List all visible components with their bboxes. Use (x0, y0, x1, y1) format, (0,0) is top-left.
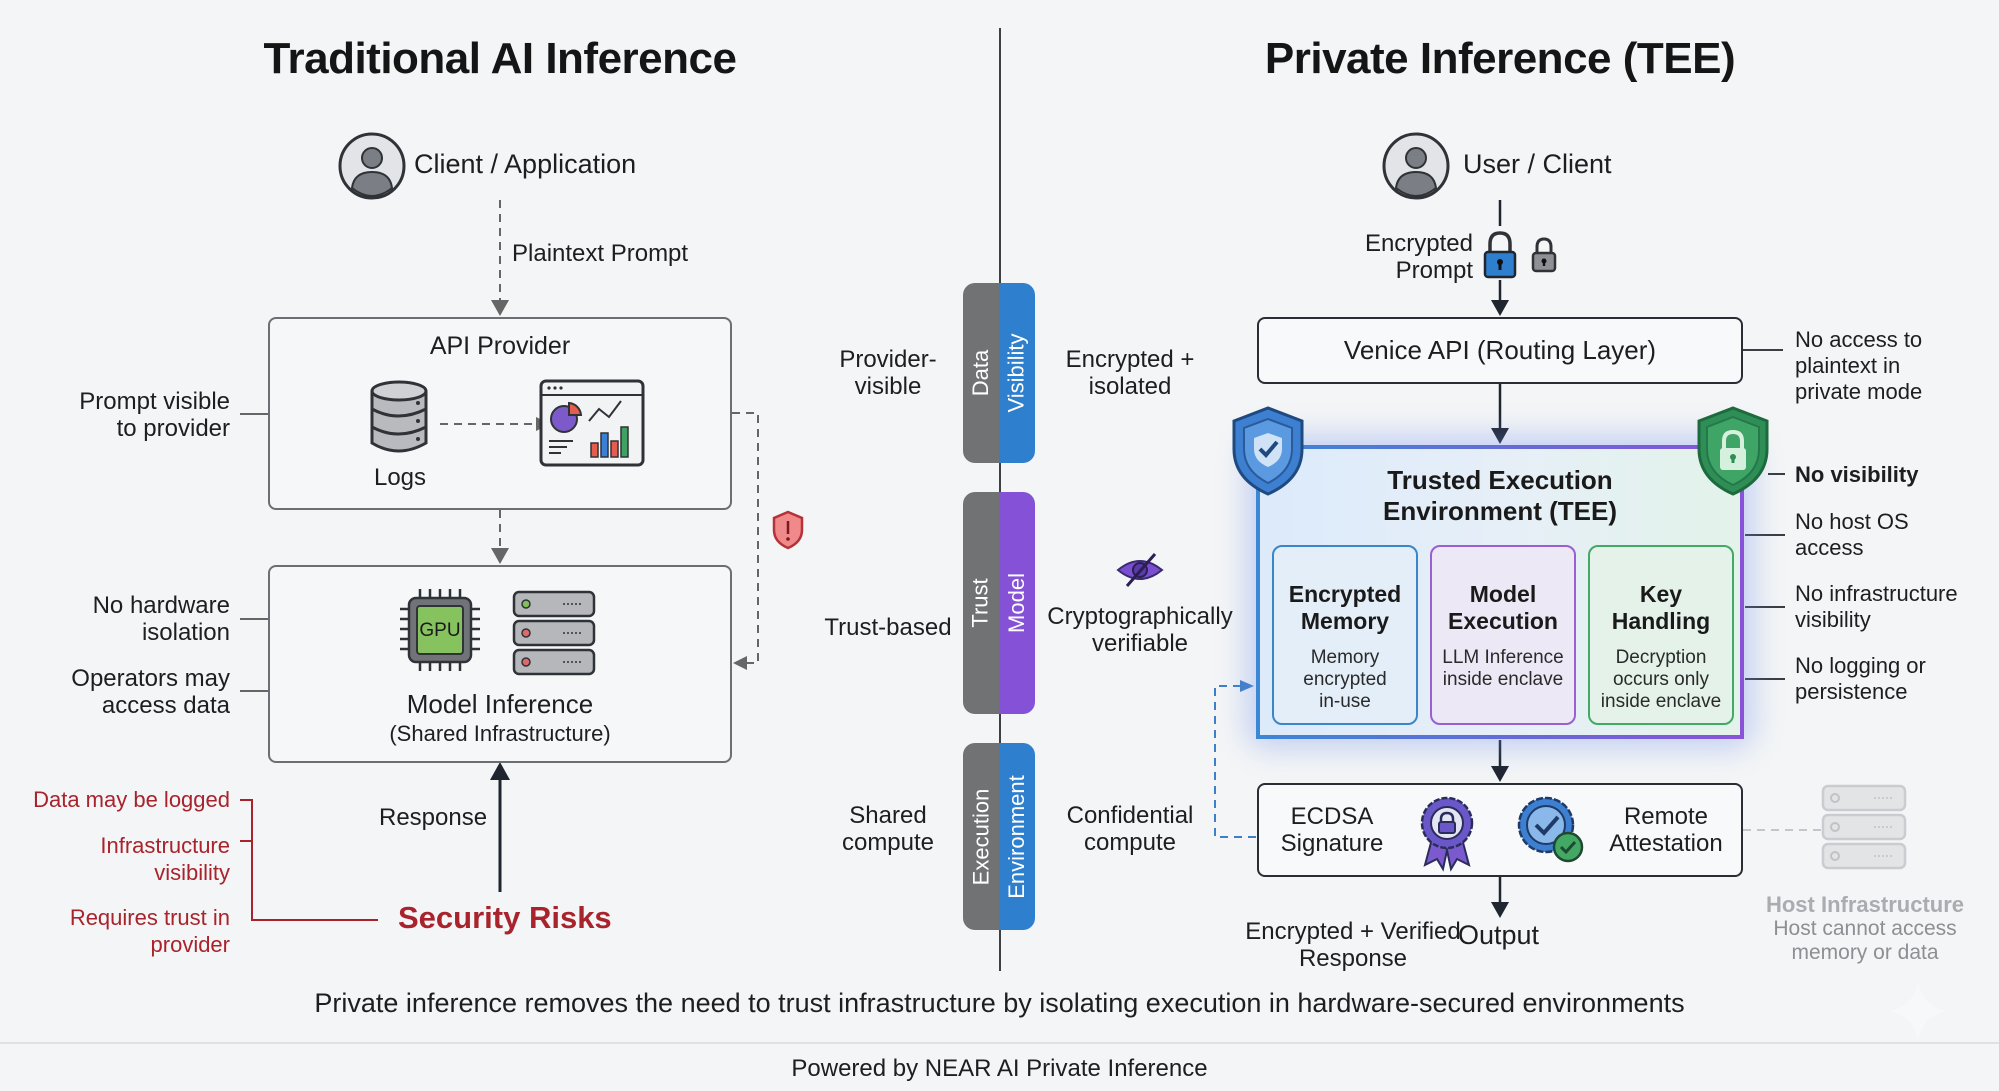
model-inference-title: Model Inference (406, 689, 594, 719)
signature-badge-icon (1420, 796, 1474, 872)
traditional-data-visibility: Provider-visible (839, 346, 937, 400)
pill-trust-model-right: Model (999, 492, 1035, 714)
host-infrastructure-title: Host Infrastructure (1765, 892, 1965, 917)
private-data-visibility: Encrypted +isolated (1065, 346, 1195, 400)
api-provider-box: API Provider Logs (268, 317, 732, 510)
analytics-dashboard-icon (539, 379, 645, 467)
green-lock-shield-icon (1697, 406, 1769, 496)
blue-lock-icon (1483, 231, 1517, 279)
gpu-chip-icon (400, 589, 480, 671)
plaintext-prompt-label: Plaintext Prompt (512, 240, 689, 267)
database-icon (370, 380, 428, 453)
gray-lock-icon (1531, 237, 1557, 273)
pill-execution-env-left: Execution (963, 743, 999, 930)
summary-text: Private inference removes the need to tr… (314, 988, 1685, 1018)
response-label: Response (379, 804, 488, 831)
remote-attestation-icon (1517, 796, 1584, 863)
powered-by-text: Powered by NEAR AI Private Inference (791, 1055, 1208, 1082)
venice-api-label: Venice API (Routing Layer) (1343, 335, 1657, 365)
security-risks-title: Security Risks (398, 900, 612, 935)
pill-data-visibility-right: Visibility (999, 283, 1035, 463)
prompt-arrowhead (491, 300, 509, 316)
note-no-visibility: No visibility (1795, 462, 1919, 487)
private-title: Private Inference (TEE) (1264, 34, 1736, 83)
side-loop-arrow (732, 412, 759, 664)
traditional-trust-model: Trust-based (824, 614, 952, 641)
pill-trust-model-left: Trust (963, 492, 999, 714)
model-inference-subtitle: (Shared Infrastructure) (389, 721, 611, 746)
risk-data-logged: Data may be logged (33, 787, 230, 812)
sparkle-icon (1890, 980, 1946, 1042)
footer-divider (0, 1042, 1999, 1044)
user-client-label: User / Client (1463, 149, 1612, 179)
warning-shield-icon (772, 510, 804, 550)
response-arrowhead (490, 762, 510, 780)
gpu-label: GPU (419, 620, 461, 641)
traditional-title: Traditional AI Inference (263, 34, 737, 83)
logs-label: Logs (373, 464, 427, 491)
server-rack-icon (512, 590, 596, 676)
output-label: Output (1458, 920, 1540, 950)
client-label: Client / Application (414, 149, 637, 179)
blue-check-shield-icon (1232, 406, 1304, 496)
user-avatar-icon (1382, 132, 1450, 200)
model-inference-box: GPU Model Inference (Shared Infrastructu… (268, 565, 732, 763)
pill-execution-env-right: Environment (999, 743, 1035, 930)
hidden-eye-icon (1116, 553, 1164, 587)
venice-api-box: Venice API (Routing Layer) (1257, 317, 1743, 384)
pill-data-visibility-left: Data (963, 283, 999, 463)
host-server-icon (1821, 784, 1907, 870)
client-avatar-icon (338, 132, 406, 200)
api-provider-title: API Provider (429, 332, 571, 360)
